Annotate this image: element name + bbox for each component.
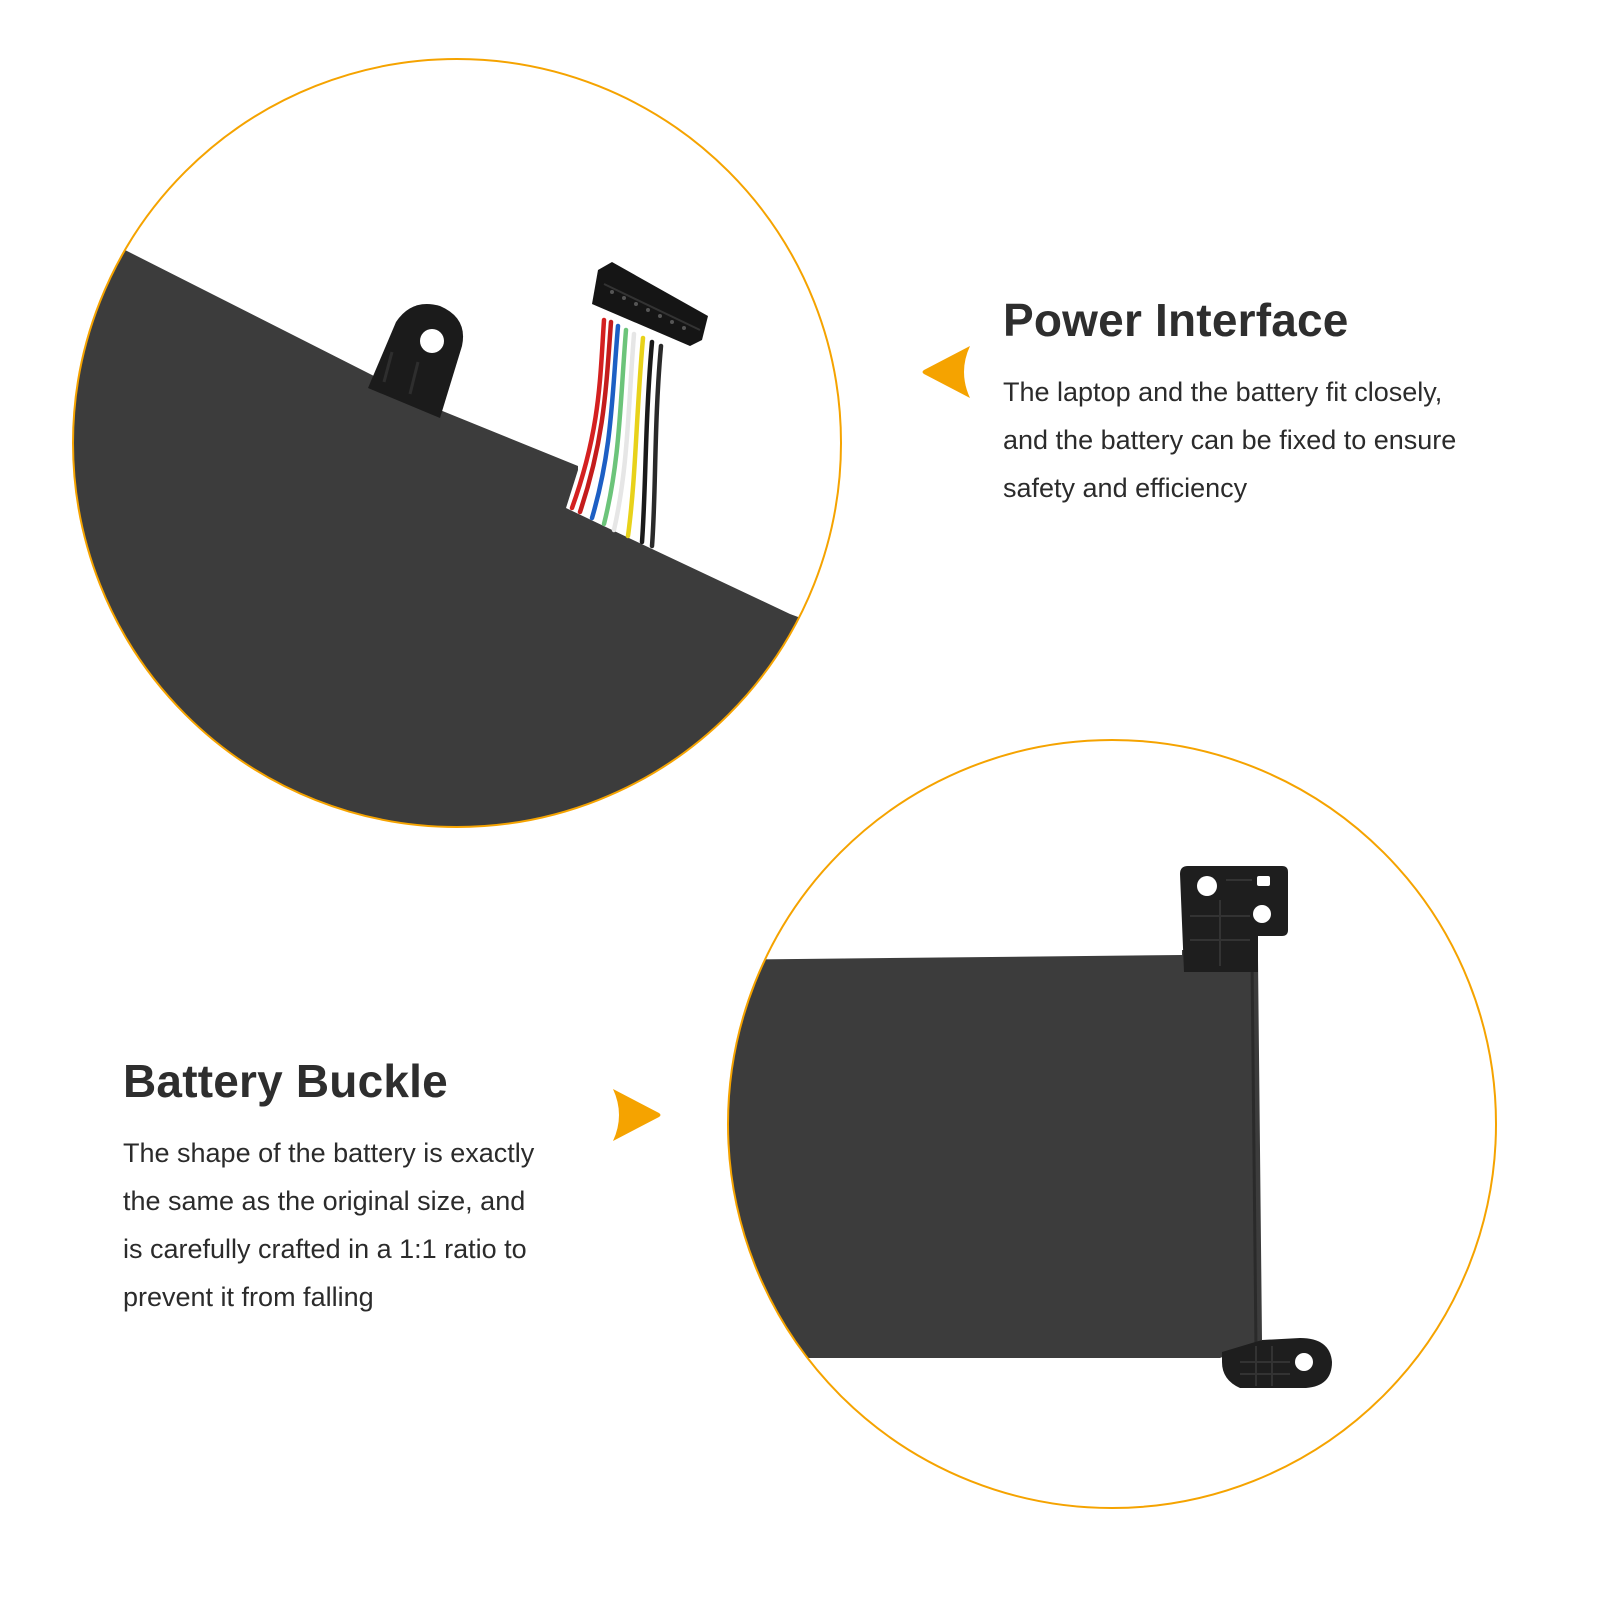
feature-title: Battery Buckle — [123, 1055, 448, 1107]
description-line: is carefully crafted in a 1:1 ratio to — [123, 1234, 527, 1264]
feature-description: The shape of the battery is exactly the … — [123, 1129, 603, 1321]
description-line: and the battery can be fixed to ensure — [1003, 425, 1457, 455]
feature-battery-buckle: Battery Buckle The shape of the battery … — [123, 1053, 603, 1321]
battery-buckle-image — [727, 739, 1497, 1509]
power-connector-icon — [592, 262, 708, 346]
description-line: safety and efficiency — [1003, 473, 1248, 503]
top-bracket-icon — [1180, 866, 1288, 972]
arrow-left-icon — [922, 346, 970, 398]
bottom-bracket-icon — [1222, 1338, 1332, 1388]
feature-description: The laptop and the battery fit closely, … — [1003, 368, 1563, 512]
description-line: prevent it from falling — [123, 1282, 374, 1312]
arrow-right-icon — [613, 1089, 661, 1141]
connector-wires — [569, 317, 664, 549]
mounting-tab-icon — [368, 304, 464, 418]
description-line: the same as the original size, and — [123, 1186, 526, 1216]
feature-title: Power Interface — [1003, 294, 1349, 346]
description-line: The shape of the battery is exactly — [123, 1138, 535, 1168]
power-interface-image — [72, 58, 842, 828]
description-line: The laptop and the battery fit closely, — [1003, 377, 1443, 407]
feature-power-interface: Power Interface The laptop and the batte… — [1003, 292, 1563, 512]
